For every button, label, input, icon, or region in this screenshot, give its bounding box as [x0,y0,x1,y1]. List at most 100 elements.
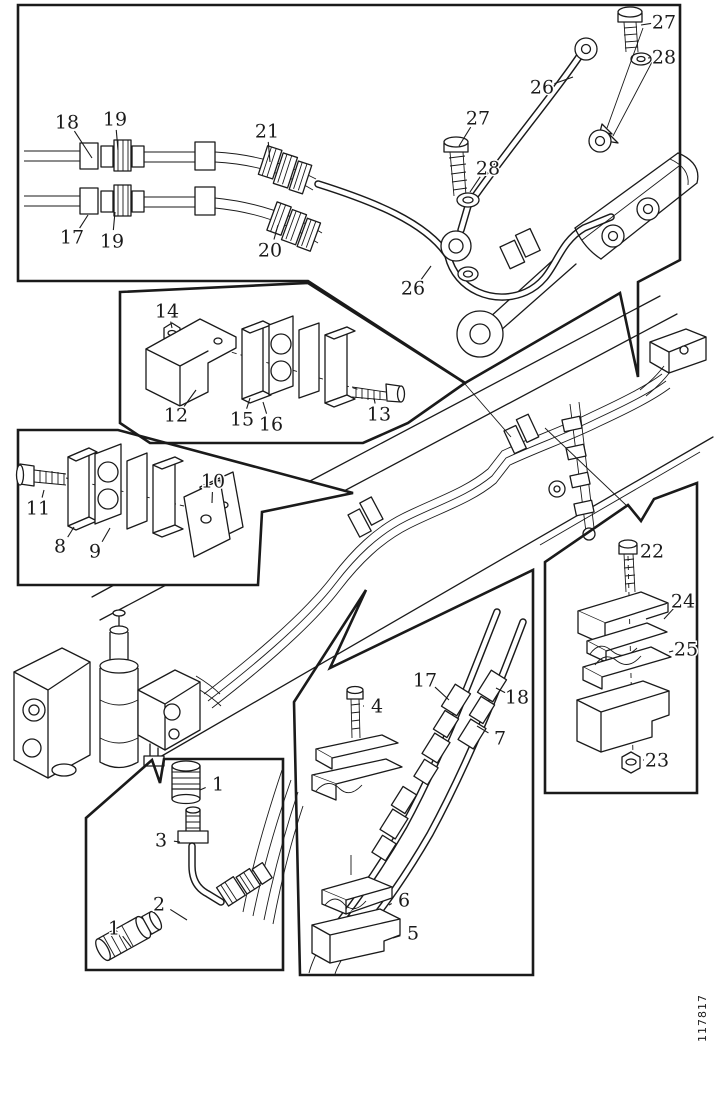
callout-leader [392,935,401,939]
top-detail-box [16,3,699,385]
clamp-plate [298,322,356,408]
clamp-half-16 [268,315,294,396]
callout-label-28: 28 [476,158,500,180]
main-assembly [13,251,714,779]
callout-leader [663,608,674,620]
callout-label-13: 13 [367,404,391,426]
callout-label-10: 10 [201,471,225,493]
callout-leader [267,141,271,163]
callout-leader [262,401,268,414]
clamp-pair [311,734,403,801]
clamp-plate-15 [241,320,272,404]
callout-leader [640,22,652,26]
callout-label-16: 16 [259,414,283,436]
bolt-4 [346,685,364,739]
bolt-27-mid [443,136,480,208]
clamp-6 [321,855,393,929]
callout-label-24: 24 [671,591,695,613]
callout-leader [169,908,188,921]
callout-label-26: 26 [401,278,425,300]
callout-label-9: 9 [89,541,101,563]
callout-leader [434,686,450,701]
callout-label-2: 2 [153,894,165,916]
detail-leader-line [464,383,512,438]
bracket-10 [183,471,244,558]
callout-label-19: 19 [100,231,124,253]
bracket-lower [576,680,670,753]
callout-leader [112,211,116,231]
hose-26-lower [314,180,615,301]
callout-label-12: 12 [164,405,188,427]
callout-label-7: 7 [494,728,506,750]
control-valve [13,609,222,779]
elbow-fitting-3 [177,806,225,906]
banjo-fitting [440,227,541,282]
callout-leader [122,935,132,948]
tube-clamp [503,413,540,455]
detail-box-border [84,757,285,972]
steel-tube-upper [24,139,317,195]
callout-leader [273,224,279,240]
callout-leader [373,397,376,404]
callout-leader [246,397,251,409]
clamp-halves-25 [582,622,672,690]
manifold-block [639,328,707,397]
hose-2-end [215,769,304,925]
callout-label-15: 15 [230,409,254,431]
callout-leader [173,840,181,843]
detail-leader-line [544,427,628,507]
callout-label-4: 4 [371,696,383,718]
clamp-detail-box-8-11 [15,428,354,587]
detail-box-border [292,567,535,977]
fitting-detail-box-1-3 [84,757,304,972]
tube-clamp [347,496,384,538]
callout-label-23: 23 [645,750,669,772]
callout-label-27: 27 [466,108,490,130]
hose-drop-group [548,401,596,541]
callout-leader [388,903,392,906]
callout-leader [79,214,89,229]
callout-leader [469,176,481,193]
bracket-24 [577,591,669,646]
detail-box-border [543,481,699,795]
callout-label-17: 17 [60,227,84,249]
steel-tube-lower [24,184,323,252]
callout-label-8: 8 [54,536,66,558]
detail-box-border [16,3,682,385]
bracket-5 [311,908,401,964]
detail-box-border [118,281,468,445]
clamp-plate-8 [67,447,98,531]
callout-leader [73,130,93,159]
callout-label-11: 11 [26,498,50,520]
bolt-22 [618,539,638,593]
callout-label-20: 20 [258,240,282,262]
callout-label-17: 17 [413,670,437,692]
callout-label-18: 18 [505,687,529,709]
callout-leader [554,76,574,85]
callout-leader [476,725,489,734]
boom-beam [91,295,714,758]
clamp-detail-box-22-25 [543,481,699,795]
callout-leader [67,526,75,538]
hose-fittings-17-18-7 [371,669,508,862]
callout-label-18: 18 [55,112,79,134]
figure-number: 117817 [696,994,709,1042]
detail-box-border [16,428,354,587]
bracket-12 [145,318,237,407]
fitting-1-top [171,760,201,805]
nut-23 [621,751,641,774]
callout-label-1: 1 [212,774,224,796]
hose-26-upper [457,37,598,234]
bolt-27-top [599,6,653,144]
callout-label-22: 22 [640,541,664,563]
callout-leader [420,265,432,280]
callout-leader [458,126,472,147]
callout-leader [668,650,674,653]
callout-leader [41,489,45,498]
callout-leader [183,389,197,407]
callout-leader [101,527,111,543]
clamp-plate [126,452,184,538]
